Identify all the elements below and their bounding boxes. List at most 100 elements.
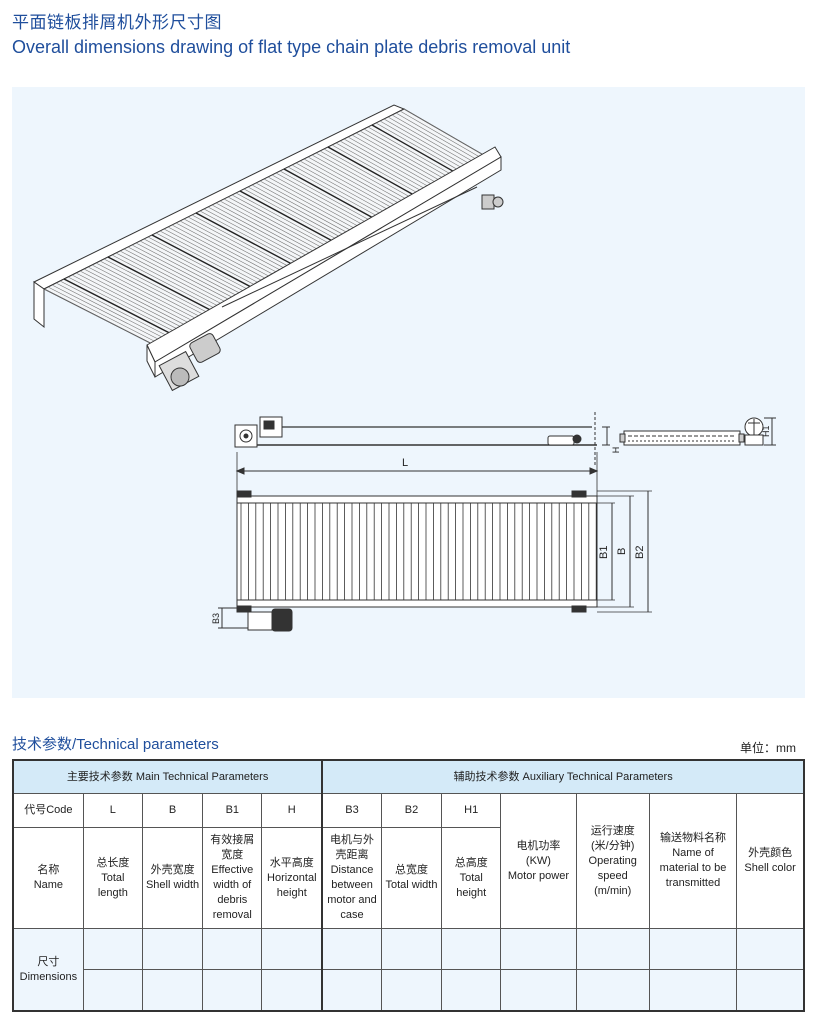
dimension-value-cell[interactable] <box>441 928 502 970</box>
name-cell: 总长度 Total length <box>82 827 143 929</box>
bearing-bottom-left <box>236 605 252 613</box>
aux-cn: 输送物料名称 <box>660 832 726 844</box>
name-en: Total length <box>97 871 128 899</box>
dimension-value-cell[interactable] <box>82 928 143 970</box>
chain-slat <box>311 154 405 207</box>
dimension-value-cell[interactable] <box>141 928 204 970</box>
dimension-value-cell[interactable] <box>261 928 323 970</box>
chain-slat <box>119 250 231 309</box>
dimension-value-cell[interactable] <box>500 928 577 970</box>
dimension-value-cell[interactable] <box>141 969 204 1012</box>
chain-slat <box>287 166 383 220</box>
code-cell: B2 <box>380 793 443 828</box>
dimension-value-cell[interactable] <box>202 969 263 1012</box>
chain-slat <box>199 210 303 267</box>
main-parameters-header: 主要技术参数 Main Technical Parameters <box>12 759 323 794</box>
chain-slat <box>335 142 426 194</box>
chain-slat <box>59 280 177 341</box>
chain-slat <box>155 232 264 290</box>
chain-slat <box>291 164 387 217</box>
chain-slat <box>295 162 390 215</box>
chain-slat <box>403 108 488 158</box>
chain-slat <box>299 160 394 213</box>
chain-slat <box>163 228 271 286</box>
chain-slat <box>135 242 246 301</box>
name-label: 名称 Name <box>12 827 84 929</box>
bearing-bottom-right <box>571 605 587 613</box>
plate-seams <box>63 124 459 339</box>
dimension-value-cell[interactable] <box>321 969 382 1012</box>
plan-shell <box>236 495 598 608</box>
chain-slat <box>171 224 278 281</box>
underside-line <box>221 186 478 308</box>
chain-slat <box>331 144 423 196</box>
chain-slat <box>383 118 470 168</box>
dimension-value-cell[interactable] <box>736 928 805 970</box>
chain-slat <box>239 190 340 246</box>
chain-slat <box>175 222 282 279</box>
rail-end-plate <box>146 344 156 378</box>
chain-slat <box>255 182 354 237</box>
dimension-value-cell[interactable] <box>380 928 443 970</box>
aux-en: Motor power <box>507 869 570 882</box>
aux-en: Shell color <box>744 862 796 874</box>
chain-slat <box>71 274 188 335</box>
name-label-en: Name <box>33 879 64 891</box>
dimension-value-cell[interactable] <box>380 969 443 1012</box>
aux-en: Operating speed (m/min) <box>588 854 637 897</box>
chain-slat <box>359 130 448 181</box>
label-B1: B1 <box>598 546 610 559</box>
dimension-value-cell[interactable] <box>648 928 738 970</box>
name-en: Shell width <box>145 879 200 891</box>
chain-slat <box>391 114 477 164</box>
dimension-value-cell[interactable] <box>648 969 738 1012</box>
chain-slat <box>379 120 466 171</box>
dimension-value-cell[interactable] <box>202 928 263 970</box>
plan-view <box>218 490 652 632</box>
chain-slat <box>51 284 170 346</box>
aux-col-operating-speed: 运行速度 (米/分钟) Operating speed (m/min) <box>575 793 650 929</box>
drive-motor <box>158 333 221 392</box>
chain-slat <box>319 150 412 203</box>
name-label-cn: 名称 <box>37 864 60 876</box>
dimension-value-cell[interactable] <box>500 969 577 1012</box>
chain-slat <box>399 110 484 160</box>
chain-slats <box>43 108 488 350</box>
name-en: Distance between motor and case <box>327 864 377 921</box>
chain-slat <box>207 206 311 262</box>
dimension-drawing: L H H1 <box>12 87 805 698</box>
chain-slat <box>55 282 173 343</box>
chain-slat <box>315 152 408 205</box>
dimension-value-cell[interactable] <box>321 928 382 970</box>
dimension-value-cell[interactable] <box>575 969 650 1012</box>
name-cn: 电机与外壳距离 <box>330 834 375 861</box>
code-row: 代号Code L B B1 H B3 B2 H1 电机功率 (KW) Motor… <box>12 793 805 929</box>
chain-slat <box>103 258 217 318</box>
chain-slat <box>115 252 228 311</box>
dimensions-label-en: Dimensions <box>19 970 78 983</box>
chain-slat <box>63 278 181 339</box>
label-B2: B2 <box>634 546 646 559</box>
name-cn: 总长度 <box>96 856 130 869</box>
dimension-value-cell[interactable] <box>575 928 650 970</box>
dimension-value-cell[interactable] <box>441 969 502 1012</box>
chain-slat <box>147 236 257 294</box>
name-en: Total height <box>456 871 487 899</box>
chain-slat <box>267 176 365 230</box>
chain-slat <box>127 246 238 305</box>
chain-slat <box>223 198 325 254</box>
code-cell: B1 <box>202 793 263 828</box>
chain-slat <box>275 172 372 226</box>
name-cell: 电机与外壳距离 Distance between motor and case <box>321 827 382 929</box>
chain-slat <box>307 156 401 209</box>
code-cell: B3 <box>321 793 382 828</box>
chain-slat <box>203 208 307 264</box>
chain-slat <box>211 204 314 260</box>
dimension-value-cell[interactable] <box>736 969 805 1012</box>
unit-label: 单位：mm <box>740 741 796 755</box>
dimension-value-cell[interactable] <box>82 969 143 1012</box>
chain-slat <box>167 226 275 284</box>
chain-slat <box>327 146 419 199</box>
chain-slat <box>395 112 480 162</box>
dimension-value-cell[interactable] <box>261 969 323 1012</box>
